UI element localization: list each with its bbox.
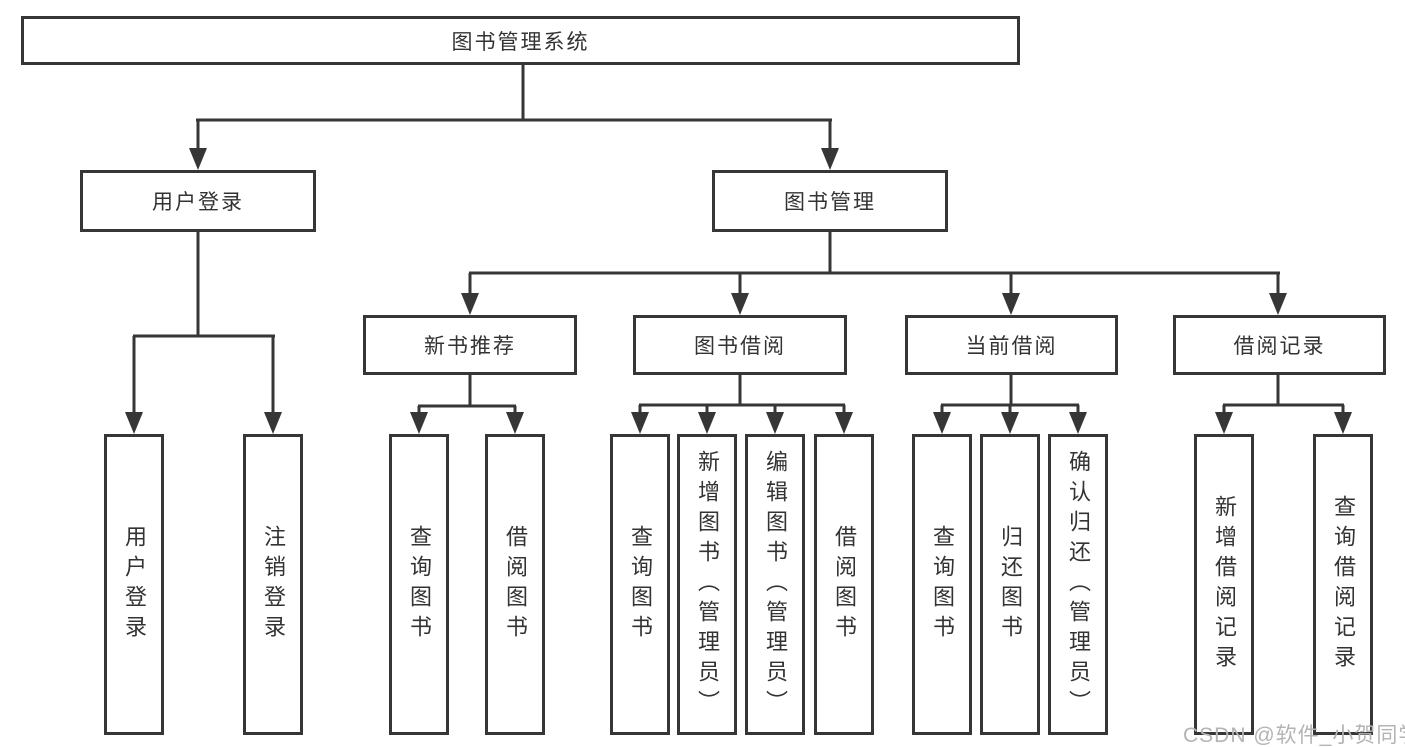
node-edit-books-admin: 编辑图书（管理员） — [745, 434, 805, 735]
csdn-watermark: CSDN @软件_小贺同学 — [1183, 724, 1405, 747]
node-current-query-books: 查询图书 — [912, 434, 972, 735]
node-add-books-admin: 新增图书（管理员） — [677, 434, 737, 735]
node-borrowing-borrow-books: 借阅图书 — [814, 434, 874, 735]
node-confirm-return-admin-label: 确认归还（管理员） — [1066, 449, 1091, 720]
node-book-borrowing-label: 图书借阅 — [694, 335, 786, 358]
node-library-system-label: 图书管理系统 — [451, 30, 590, 54]
node-current-query-books-label: 查询图书 — [930, 524, 955, 645]
node-borrowing-borrow-books-label: 借阅图书 — [832, 524, 857, 645]
node-return-books-label: 归还图书 — [998, 524, 1023, 645]
node-current-borrowing: 当前借阅 — [905, 315, 1118, 375]
node-borrowing-query-books: 查询图书 — [610, 434, 670, 735]
node-logout: 注销登录 — [243, 434, 303, 735]
node-borrowing-records: 借阅记录 — [1173, 315, 1386, 375]
node-confirm-return-admin: 确认归还（管理员） — [1048, 434, 1108, 735]
node-current-borrowing-label: 当前借阅 — [965, 335, 1058, 358]
node-edit-books-admin-label: 编辑图书（管理员） — [763, 449, 788, 720]
node-login-label: 用户登录 — [122, 524, 147, 645]
node-library-system: 图书管理系统 — [21, 16, 1020, 65]
node-recommend-query-books: 查询图书 — [389, 434, 449, 735]
node-logout-label: 注销登录 — [261, 524, 286, 645]
node-borrowing-records-label: 借阅记录 — [1233, 335, 1326, 358]
node-book-management-label: 图书管理 — [784, 191, 876, 214]
node-borrowing-query-books-label: 查询图书 — [628, 524, 653, 645]
node-recommend-borrow-books-label: 借阅图书 — [503, 524, 528, 645]
node-return-books: 归还图书 — [980, 434, 1040, 735]
node-new-book-recommendation-label: 新书推荐 — [424, 335, 516, 358]
node-recommend-query-books-label: 查询图书 — [407, 524, 432, 645]
node-add-borrow-record-label: 新增借阅记录 — [1212, 494, 1237, 675]
node-query-borrow-record-label: 查询借阅记录 — [1331, 494, 1356, 675]
node-book-management: 图书管理 — [712, 170, 948, 232]
node-add-borrow-record: 新增借阅记录 — [1194, 434, 1254, 735]
node-new-book-recommendation: 新书推荐 — [363, 315, 577, 375]
node-book-borrowing: 图书借阅 — [633, 315, 847, 375]
node-user-login: 用户登录 — [80, 170, 316, 232]
node-add-books-admin-label: 新增图书（管理员） — [695, 449, 720, 720]
node-user-login-label: 用户登录 — [152, 191, 244, 214]
node-login: 用户登录 — [104, 434, 164, 735]
node-recommend-borrow-books: 借阅图书 — [485, 434, 545, 735]
node-query-borrow-record: 查询借阅记录 — [1313, 434, 1373, 735]
